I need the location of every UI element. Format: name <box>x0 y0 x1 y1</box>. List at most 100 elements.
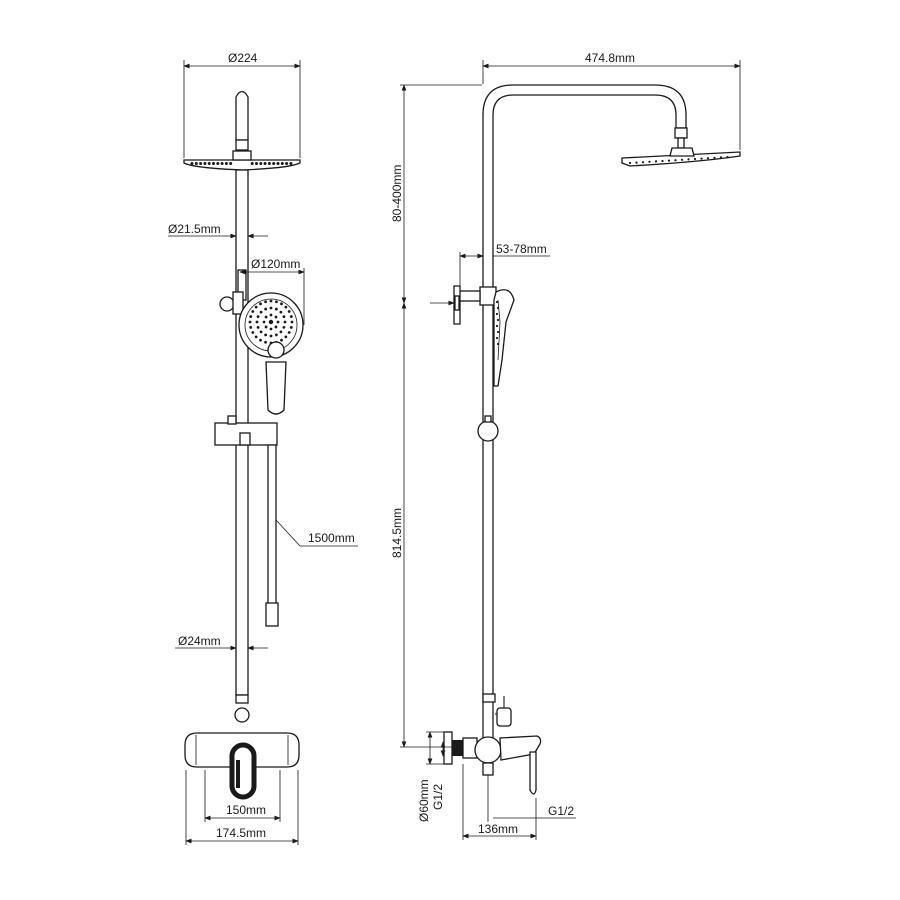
side-wall-flange <box>451 740 463 756</box>
nozzle-dot <box>496 342 500 346</box>
nozzle-dot <box>264 333 268 337</box>
nozzle-dot <box>285 162 289 165</box>
nozzle-dot <box>259 162 263 165</box>
dim-hose-leader <box>275 519 301 547</box>
nozzle-dot <box>276 162 280 165</box>
side-rain-shower-head <box>621 151 741 167</box>
nozzle-dot <box>254 305 258 309</box>
front-slide-screw <box>227 415 237 425</box>
nozzle-dot <box>269 299 273 303</box>
front-rain-shower-head <box>183 159 301 171</box>
nozzle-dot <box>251 331 255 334</box>
nozzle-dot <box>263 162 267 165</box>
nozzle-dot <box>693 157 697 161</box>
nozzle-dot <box>224 162 228 165</box>
nozzle-dot <box>249 326 253 329</box>
side-head-nut <box>674 127 688 139</box>
nozzle-dot <box>259 338 262 342</box>
nozzle-dot <box>661 159 664 163</box>
side-flange-plate <box>443 731 453 765</box>
front-hand-shower-nozzles <box>248 299 294 345</box>
front-holder-knob <box>219 296 235 312</box>
nozzle-dot <box>289 326 293 329</box>
nozzle-dot <box>282 315 286 319</box>
nozzle-dot <box>251 310 255 313</box>
nozzle-dot <box>256 325 260 329</box>
nozzle-dot <box>667 159 671 162</box>
nozzle-dot <box>203 162 207 165</box>
nozzle-dot <box>255 320 259 324</box>
nozzle-dot <box>287 310 291 313</box>
nozzle-dot <box>207 162 211 165</box>
nozzle-dot <box>274 307 278 311</box>
nozzle-dot <box>674 159 677 162</box>
nozzle-dot <box>706 157 710 160</box>
label-rail-lower: Ø24mm <box>178 634 221 648</box>
nozzle-dot <box>212 162 215 165</box>
label-mixer-width: 174.5mm <box>216 826 266 840</box>
nozzle-dot <box>272 162 276 165</box>
nozzle-dot <box>719 156 723 159</box>
side-bracket-arm <box>457 290 481 302</box>
nozzle-dot <box>267 162 271 165</box>
side-head-nozzles <box>628 155 729 165</box>
nozzle-dot <box>726 155 729 159</box>
nozzle-dot <box>269 334 273 338</box>
nozzle-dot <box>290 320 294 324</box>
nozzle-dot <box>635 161 638 164</box>
front-shower-arm <box>235 90 249 141</box>
side-head-hub <box>669 147 695 157</box>
nozzle-dot <box>248 320 252 324</box>
side-outlet <box>482 762 494 776</box>
nozzle-dot <box>648 160 651 163</box>
nozzle-dot <box>264 307 268 311</box>
nozzle-dot <box>641 161 645 164</box>
label-thread-right: G1/2 <box>548 804 574 818</box>
front-holder-body <box>232 291 244 315</box>
nozzle-dot <box>700 157 703 160</box>
nozzle-dot <box>654 160 658 163</box>
label-inlet-spacing: 150mm <box>226 803 266 817</box>
side-hand-nozzles <box>495 300 500 346</box>
nozzle-dot <box>264 300 267 304</box>
nozzle-dot <box>283 320 287 324</box>
side-view: 474.8mm 80-400mm 53-78mm 814.5mm Ø60mm G… <box>390 51 741 840</box>
label-mixer-depth: 136mm <box>478 822 518 836</box>
nozzle-dot <box>284 305 288 309</box>
side-diverter-knob <box>496 707 512 727</box>
side-head-stem <box>677 137 685 149</box>
nozzle-dot <box>269 306 273 310</box>
label-hose-length: 1500mm <box>308 531 355 545</box>
nozzle-dot <box>269 327 273 331</box>
nozzle-dot <box>274 325 278 329</box>
nozzle-dot <box>262 320 266 324</box>
nozzle-dot <box>259 330 263 334</box>
nozzle-dot <box>495 300 499 304</box>
nozzle-dot <box>254 335 258 339</box>
label-arm-reach: 474.8mm <box>585 51 635 65</box>
nozzle-dot <box>687 158 690 161</box>
front-view: Ø224 Ø21.5mm Ø120mm 1500mm Ø24mm 150mm 1… <box>168 51 358 845</box>
nozzle-dot <box>280 162 284 165</box>
nozzle-dot <box>495 324 499 328</box>
side-wall-plate-inner <box>454 295 460 311</box>
nozzle-dot <box>287 331 291 334</box>
front-diverter-stem <box>235 694 249 704</box>
nozzle-dot <box>628 161 632 165</box>
front-diverter-knob <box>234 707 250 723</box>
nozzle-dot <box>713 156 716 159</box>
label-hand-diameter: Ø120mm <box>251 257 300 271</box>
side-slide-pin <box>484 415 492 423</box>
label-height-adjust: 80-400mm <box>390 165 404 222</box>
nozzle-dot <box>276 320 280 324</box>
nozzle-dot <box>190 162 194 165</box>
side-diverter-collar <box>482 693 496 703</box>
side-slide-knob <box>477 420 499 442</box>
front-mixer-lever[interactable] <box>229 742 257 800</box>
nozzle-dot <box>199 162 203 165</box>
nozzle-dot <box>280 338 283 342</box>
nozzle-dot <box>274 333 278 337</box>
nozzle-dot <box>289 162 293 165</box>
front-arm-nut <box>235 139 249 151</box>
